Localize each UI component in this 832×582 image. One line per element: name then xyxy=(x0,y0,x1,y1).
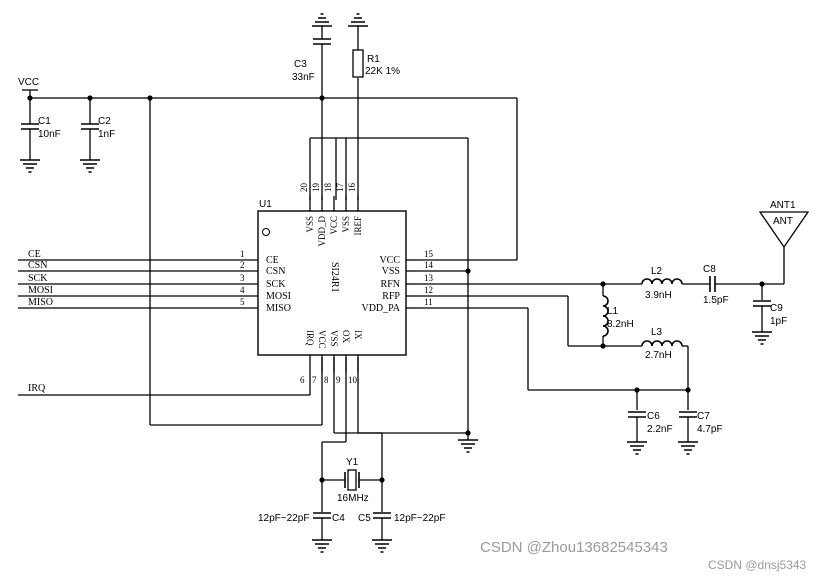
inductor-l1-ref: L1 xyxy=(607,306,619,317)
capacitor-c8-value: 1.5pF xyxy=(703,295,729,306)
pin-19-name: VDD_D xyxy=(317,216,327,247)
pin-1-name: CE xyxy=(266,255,279,266)
pin-11-name: VDD_PA xyxy=(361,303,400,314)
pin-8-number: 8 xyxy=(324,375,329,385)
pin-17-number: 17 xyxy=(335,183,345,193)
pin-4-name: MOSI xyxy=(266,291,291,302)
inductor-l3-value: 2.7nH xyxy=(645,350,672,361)
pin-6-number: 6 xyxy=(300,375,305,385)
inductor-l3-ref: L3 xyxy=(651,327,663,338)
pin-4-number: 4 xyxy=(240,285,245,295)
vcc-label: VCC xyxy=(18,77,39,88)
crystal-network xyxy=(311,358,393,553)
pin-6-name: IRQ xyxy=(305,330,315,346)
capacitor-c6-value: 2.2nF xyxy=(647,424,673,435)
chip-u1: U1 SI24R1 xyxy=(257,199,407,356)
pin-10-name: IX xyxy=(353,330,363,340)
signal-label-mosi: MOSI xyxy=(28,285,53,296)
pin-5-name: MISO xyxy=(266,303,291,314)
pin-14-name: VSS xyxy=(382,266,400,277)
pin-15-number: 15 xyxy=(424,249,434,259)
pin-20-name: VSS xyxy=(305,216,315,233)
rf-labels: L2 3.9nH C8 1.5pF C9 1pF L1 8.2nH L3 2.7… xyxy=(607,200,796,435)
capacitor-c4-value: 12pF~22pF xyxy=(258,513,309,524)
pin-2-name: CSN xyxy=(266,266,285,277)
antenna-ref: ANT1 xyxy=(770,200,796,211)
vcc-rail: VCC xyxy=(18,77,518,261)
chip-ref: U1 xyxy=(259,199,272,210)
pin-17-name: VSS xyxy=(341,216,351,233)
pin-16-number: 16 xyxy=(347,183,357,193)
watermark-corner: CSDN @dnsj5343 xyxy=(708,558,807,572)
svg-text:33nF: 33nF xyxy=(292,72,315,83)
svg-text:C1: C1 xyxy=(38,116,51,127)
rf-network xyxy=(418,211,810,455)
signal-label-csn: CSN xyxy=(28,260,47,271)
pin-5-number: 5 xyxy=(240,297,245,307)
pin-2-number: 2 xyxy=(240,260,245,270)
pin-7-number: 7 xyxy=(312,375,317,385)
pin-15-name: VCC xyxy=(379,255,400,266)
signal-label-ce: CE xyxy=(28,249,41,260)
antenna-value: ANT xyxy=(773,216,793,227)
pin-10-number: 10 xyxy=(348,375,358,385)
pin-13-number: 13 xyxy=(424,273,434,283)
capacitor-c7-ref: C7 xyxy=(697,411,710,422)
ground-loop xyxy=(309,137,479,453)
pin-12-name: RFP xyxy=(382,291,400,302)
svg-text:C3: C3 xyxy=(294,59,307,70)
pin-8-name: VSS xyxy=(329,330,339,347)
capacitor-c7-value: 4.7pF xyxy=(697,424,723,435)
capacitor-c6-ref: C6 xyxy=(647,411,660,422)
capacitor-c5-ref: C5 xyxy=(358,513,371,524)
capacitor-c9-value: 1pF xyxy=(770,316,787,327)
capacitor-c8-ref: C8 xyxy=(703,264,716,275)
pin-16-name: IREF xyxy=(353,216,363,236)
pin-9-name: OX xyxy=(341,330,351,343)
pin-3-name: SCK xyxy=(266,279,286,290)
pin-12-number: 12 xyxy=(424,285,433,295)
pin-1-number: 1 xyxy=(240,249,245,259)
signal-label-sck: SCK xyxy=(28,273,48,284)
svg-text:10nF: 10nF xyxy=(38,129,61,140)
inductor-l1-value: 8.2nH xyxy=(607,319,634,330)
pin-3-number: 3 xyxy=(240,273,245,283)
inductor-l2-ref: L2 xyxy=(651,266,663,277)
pin-9-number: 9 xyxy=(336,375,341,385)
capacitor-c9-ref: C9 xyxy=(770,303,783,314)
pin-11-number: 11 xyxy=(424,297,433,307)
pin-13-name: RFN xyxy=(381,279,400,290)
pin-18-number: 18 xyxy=(323,183,333,193)
svg-text:22K 1%: 22K 1% xyxy=(365,66,400,77)
capacitor-c5-value: 12pF~22pF xyxy=(394,513,445,524)
pin-18-name: VCC xyxy=(329,216,339,235)
capacitor-c3: C3 33nF xyxy=(292,13,333,200)
svg-text:R1: R1 xyxy=(367,54,380,65)
capacitor-c1: C1 10nF xyxy=(19,98,61,173)
resistor-r1: R1 22K 1% xyxy=(347,13,400,200)
capacitor-c4-ref: C4 xyxy=(332,513,345,524)
pin-14-number: 14 xyxy=(424,260,434,270)
svg-text:C2: C2 xyxy=(98,116,111,127)
crystal-y1-ref: Y1 xyxy=(346,457,359,468)
pin-19-number: 19 xyxy=(311,183,321,193)
chip-part: SI24R1 xyxy=(329,262,340,293)
svg-text:1nF: 1nF xyxy=(98,129,115,140)
capacitor-c2: C2 1nF xyxy=(79,98,115,173)
crystal-labels: Y1 16MHz 12pF~22pF C4 C5 12pF~22pF xyxy=(258,457,445,524)
signal-label-miso: MISO xyxy=(28,297,53,308)
pin-7-name: VCC xyxy=(317,330,327,349)
crystal-y1-value: 16MHz xyxy=(337,493,369,504)
inductor-l2-value: 3.9nH xyxy=(645,290,672,301)
watermark-center: CSDN @Zhou13682545343 xyxy=(480,539,668,556)
signal-label-irq: IRQ xyxy=(28,383,46,394)
pin-20-number: 20 xyxy=(299,183,309,193)
